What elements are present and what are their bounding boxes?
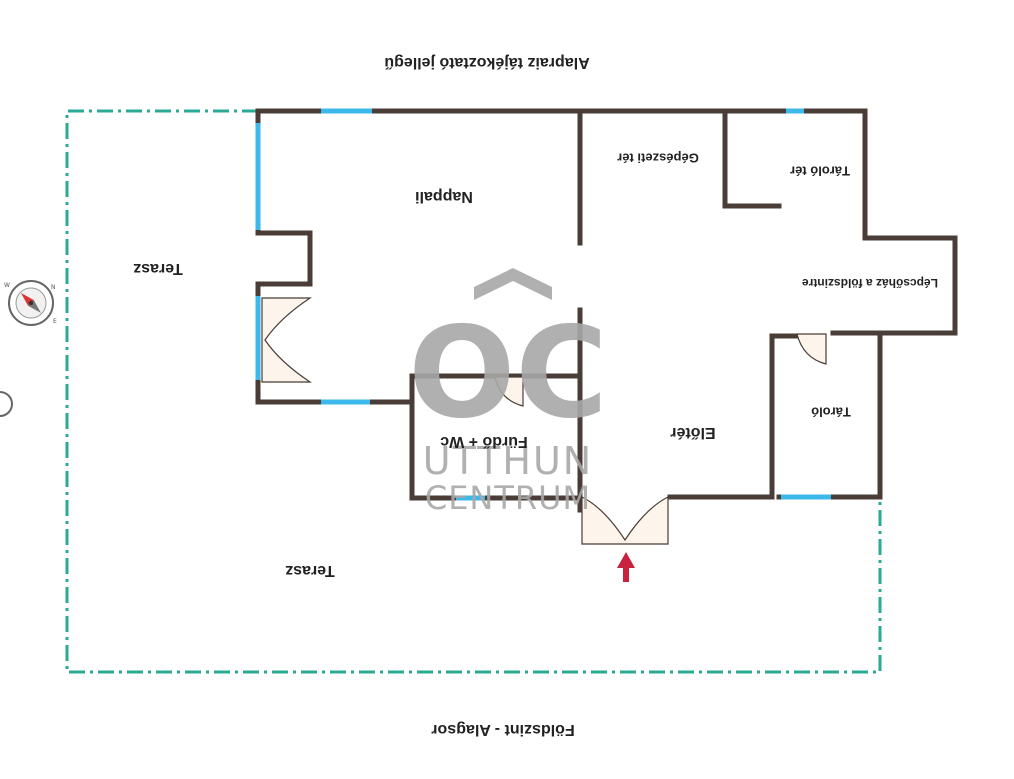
- watermark: OC UTTHUN CENTRUM: [408, 268, 608, 517]
- room-label-gepeszeti: Gépészeti tér: [617, 151, 699, 166]
- watermark-line2: CENTRUM: [425, 479, 591, 517]
- room-label-nappali: Nappali: [415, 188, 473, 205]
- svg-text:E: E: [53, 318, 57, 325]
- watermark-line1: UTTHUN: [423, 439, 593, 483]
- room-label-tarolo-ter: Tároló tér: [790, 164, 850, 179]
- room-label-furdo: Fürdő + Wc: [440, 433, 528, 450]
- door-storage: [796, 333, 827, 365]
- entrance-arrow-icon: [617, 552, 635, 582]
- footer-text: Földszint - Alagsor: [431, 721, 574, 738]
- room-label-terasz-bottom: Terasz: [285, 562, 335, 579]
- terrace-boundary: [65, 109, 882, 674]
- door-bathroom: [494, 376, 524, 407]
- windows: [255, 108, 831, 501]
- walls: [255, 108, 958, 513]
- watermark-roof-icon: [474, 268, 552, 300]
- watermark-monogram: OC: [408, 299, 608, 446]
- svg-text:N: N: [51, 284, 56, 291]
- room-label-eloter: Előtér: [670, 424, 715, 441]
- compass-icon: W N E: [4, 280, 57, 326]
- door-entrance: [581, 496, 669, 545]
- room-label-tarolo: Tároló: [811, 405, 851, 420]
- compass-fragment-icon: [0, 391, 13, 417]
- room-label-terasz-top: Terasz: [133, 260, 183, 277]
- svg-text:W: W: [4, 282, 10, 289]
- title-text: Alapraiz tájékoztató jellegű: [384, 54, 589, 71]
- door-terrace: [261, 297, 312, 383]
- room-label-lepcsohaz: Lépcsőház a földszintre: [802, 276, 938, 290]
